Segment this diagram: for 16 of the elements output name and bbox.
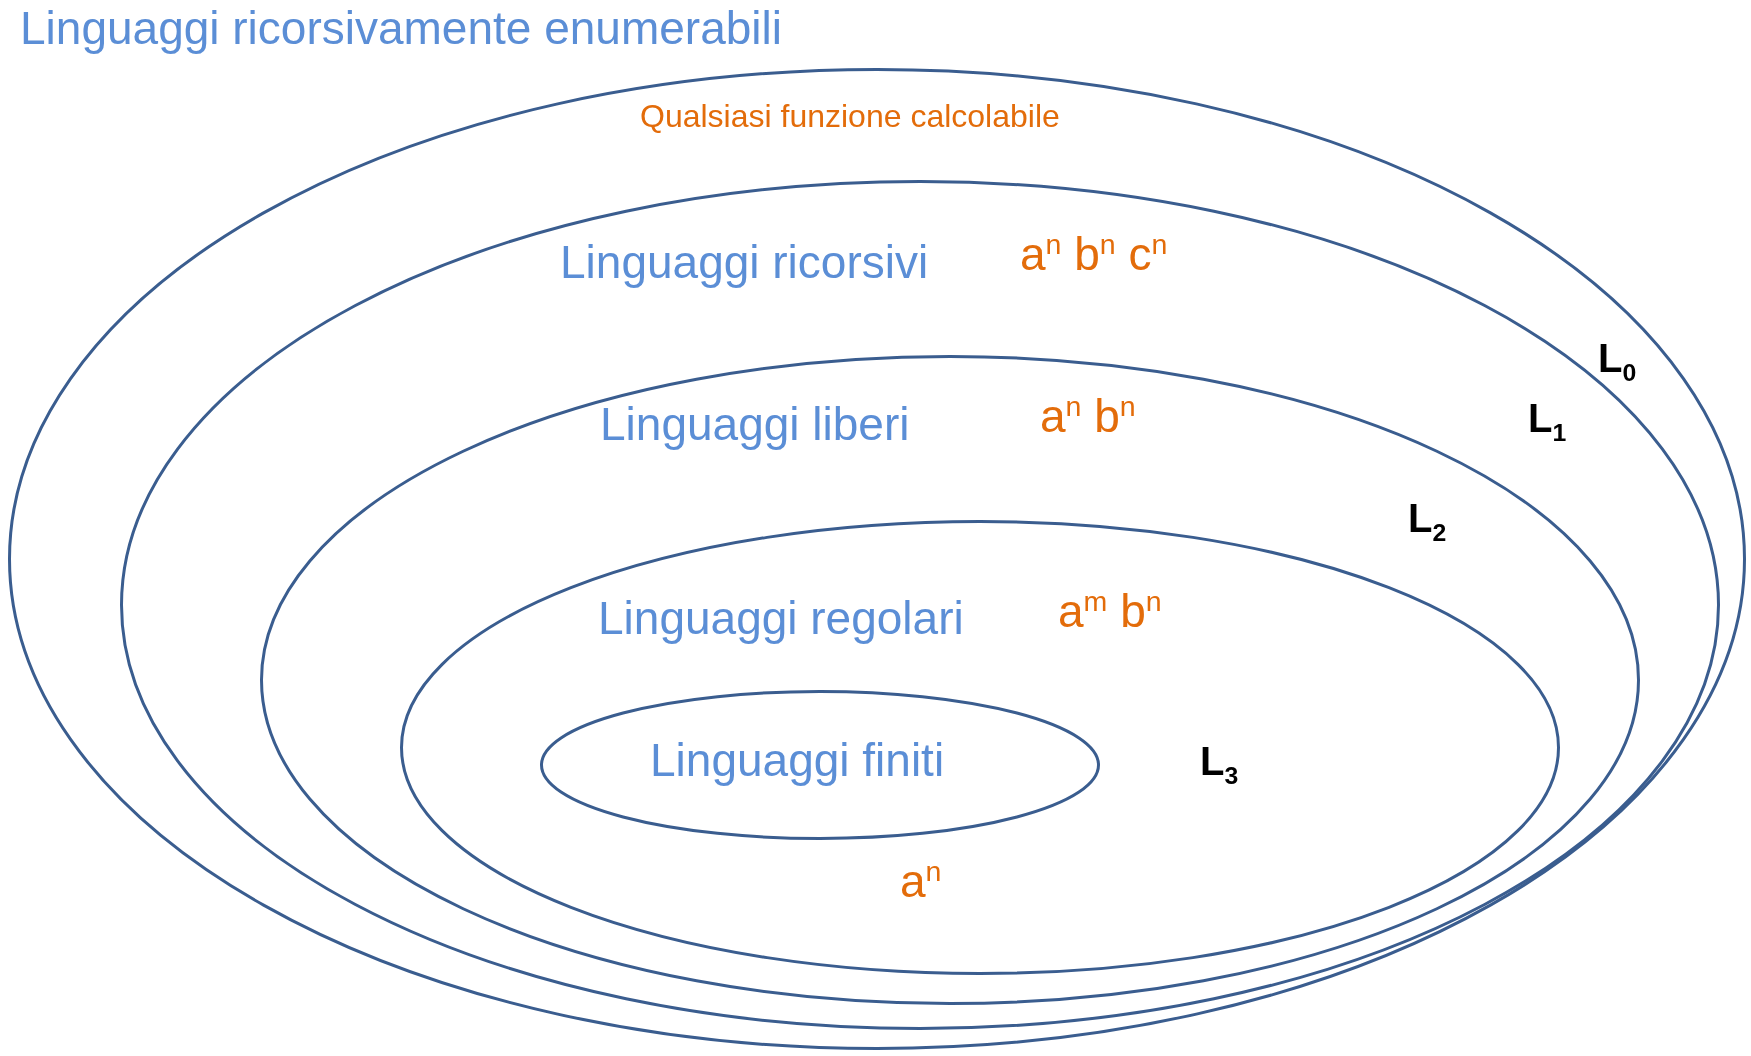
grammar-type-label: L$_{2}$ <box>1408 495 1447 548</box>
grammar-type-label: L$_{0}$ <box>1598 335 1637 388</box>
set-label: Linguaggi ricorsivamente enumerabili <box>20 2 782 55</box>
example-language: Qualsiasi funzione calcolabile <box>640 98 1060 135</box>
set-label: Linguaggi finiti <box>650 734 945 787</box>
set-ellipse <box>540 690 1100 840</box>
example-language: a$^{n}$ b$^{n}$ c$^{n}$ <box>1020 228 1168 282</box>
example-language: a$^{n}$ b$^{n}$ <box>1040 390 1136 444</box>
set-ellipse <box>120 180 1720 1030</box>
grammar-type-label: L$_{1}$ <box>1528 395 1567 448</box>
example-language: a$^{n}$ <box>900 855 942 909</box>
example-language: a$^{m}$ b$^{n}$ <box>1058 585 1162 639</box>
set-label: Linguaggi ricorsivi <box>560 236 929 289</box>
grammar-type-label: L$_{3}$ <box>1200 738 1239 791</box>
set-label: Linguaggi regolari <box>598 592 964 645</box>
set-label: Linguaggi liberi <box>600 398 910 451</box>
